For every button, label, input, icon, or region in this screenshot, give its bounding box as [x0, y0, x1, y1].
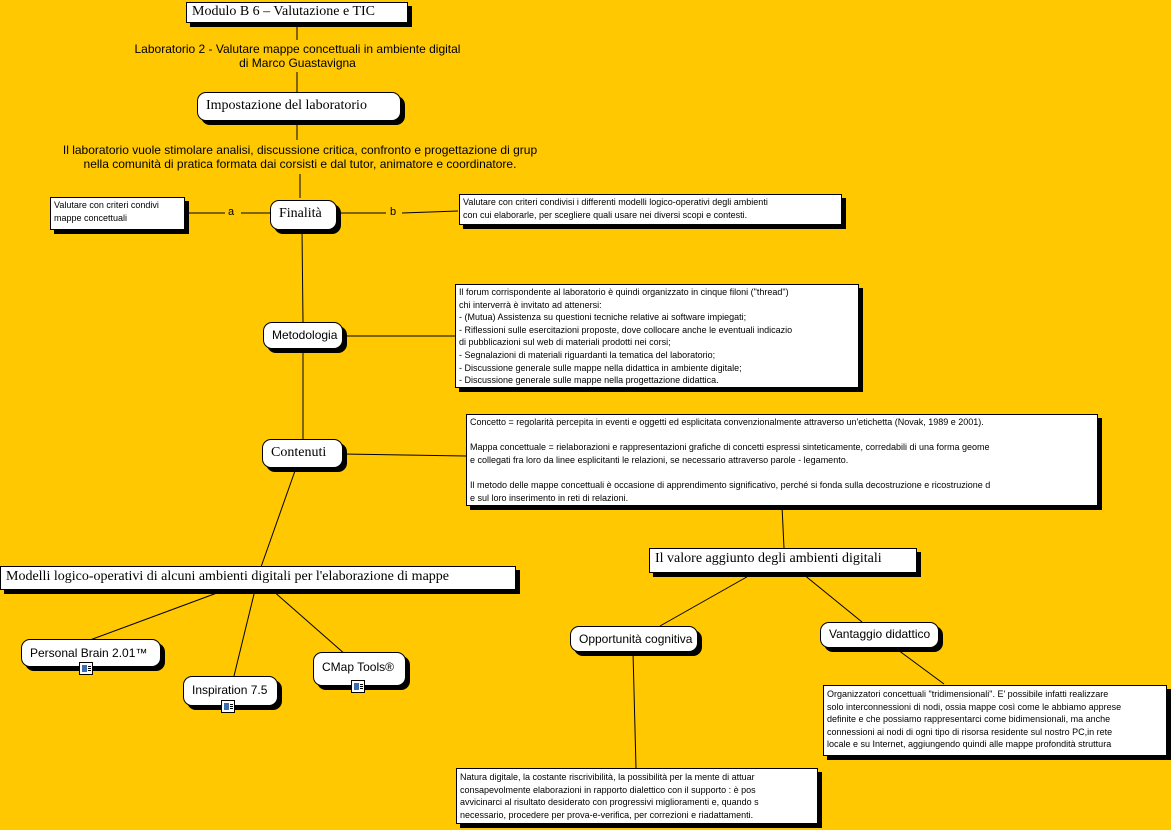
added-value-node[interactable]: Il valore aggiunto degli ambienti digita…: [649, 548, 917, 573]
finalita-node[interactable]: Finalità: [270, 200, 337, 230]
map-title[interactable]: Modulo B 6 – Valutazione e TIC: [186, 2, 408, 23]
metodologia-node[interactable]: Metodologia: [263, 322, 343, 349]
content-note[interactable]: Concetto = regolarità percepita in event…: [466, 414, 1098, 506]
link-label-a: a: [226, 206, 237, 218]
models-node[interactable]: Modelli logico-operativi di alcuni ambie…: [0, 566, 516, 590]
document-image-icon[interactable]: [351, 680, 365, 693]
goal-b-note[interactable]: Valutare con criteri condivisi i differe…: [459, 194, 842, 225]
goal-a-note[interactable]: Valutare con criteri condivi mappe conce…: [50, 197, 185, 230]
cognitive-node[interactable]: Opportunità cognitiva: [570, 626, 698, 652]
didactic-node[interactable]: Vantaggio didattico: [820, 622, 939, 648]
document-image-icon[interactable]: [79, 662, 93, 675]
document-image-icon[interactable]: [221, 700, 235, 713]
method-note[interactable]: Il forum corrispondente al laboratorio è…: [455, 284, 859, 388]
setup-node[interactable]: Impostazione del laboratorio: [197, 92, 401, 121]
contenuti-node[interactable]: Contenuti: [262, 439, 343, 468]
link-label-b: b: [388, 206, 399, 218]
cognitive-note[interactable]: Natura digitale, la costante riscrivibil…: [456, 768, 818, 824]
setup-description: Il laboratorio vuole stimolare analisi, …: [62, 143, 538, 171]
map-subtitle: Laboratorio 2 - Valutare mappe concettua…: [134, 42, 461, 70]
didactic-note[interactable]: Organizzatori concettuali "tridimensiona…: [823, 685, 1167, 756]
